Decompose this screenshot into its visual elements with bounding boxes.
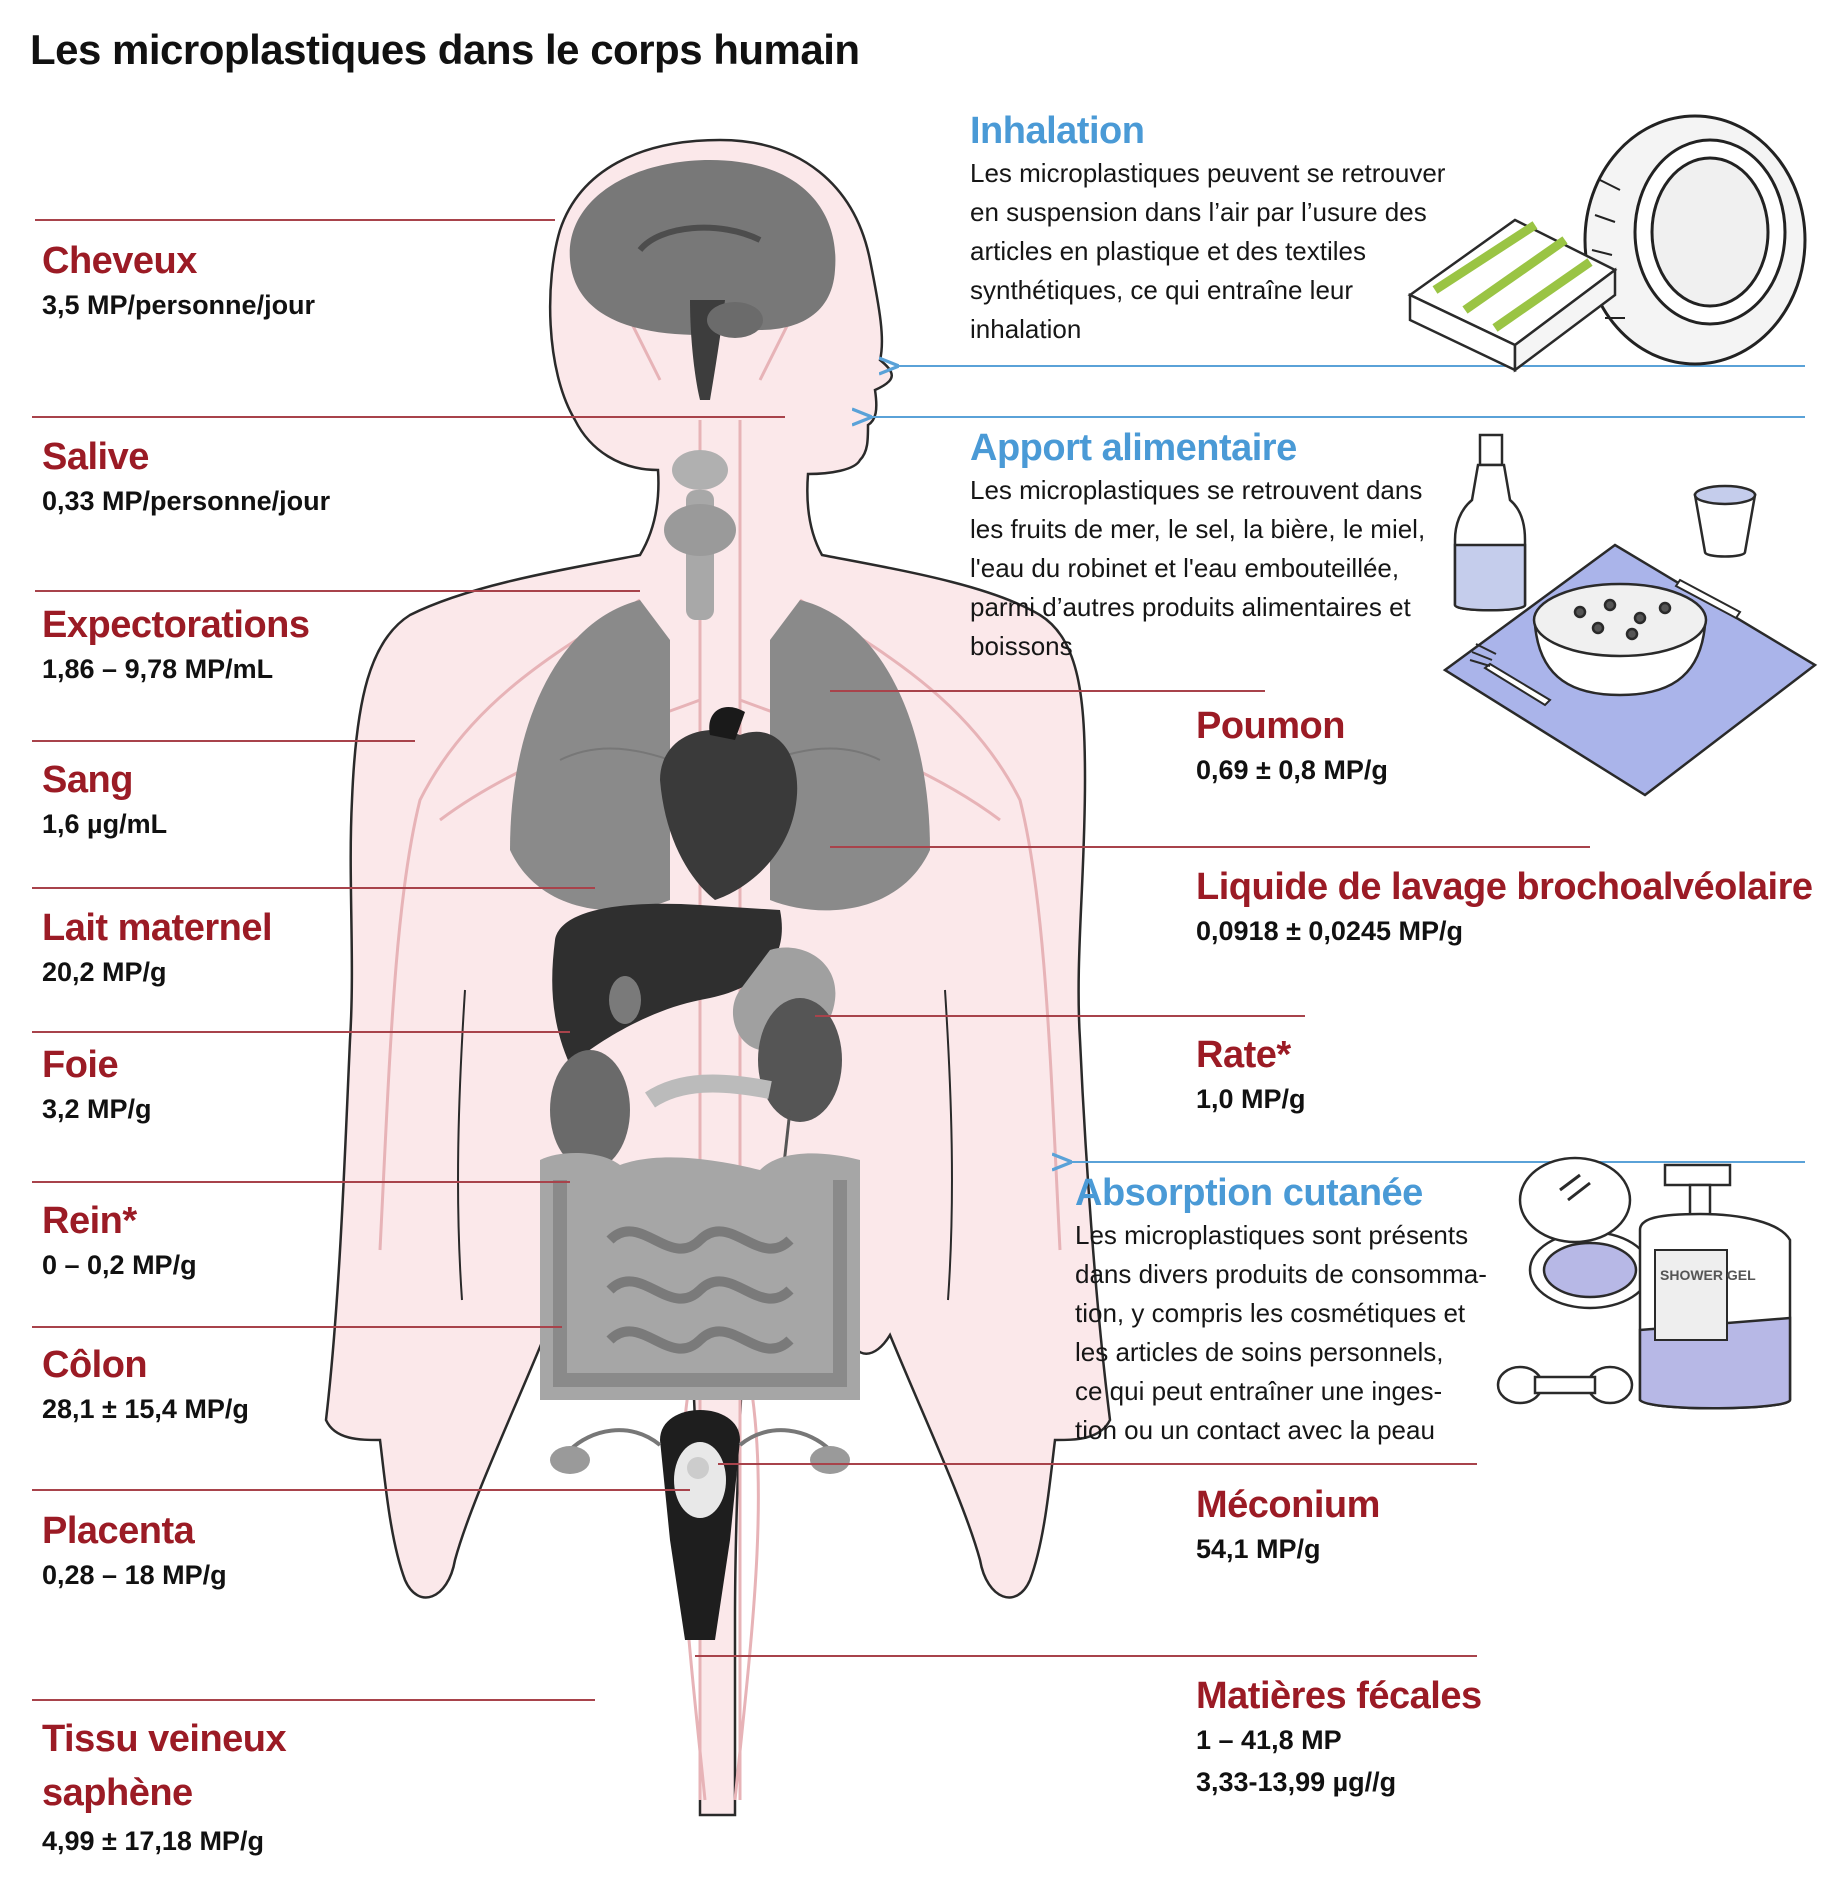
organ-value: 0,28 – 18 MP/g bbox=[42, 1560, 227, 1590]
organ-label-matieres-fecales: Matières fécales 1 – 41,8 MP 3,33-13,99 … bbox=[1196, 1673, 1482, 1803]
page-title: Les microplastiques dans le corps humain bbox=[30, 26, 860, 73]
organ-value: 3,5 MP/personne/jour bbox=[42, 290, 316, 320]
organ-label-cheveux: Cheveux 3,5 MP/personne/jour bbox=[42, 238, 315, 326]
organ-value: 1,0 MP/g bbox=[1196, 1084, 1306, 1114]
organ-label-rate: Rate* 1,0 MP/g bbox=[1196, 1032, 1306, 1120]
organ-value: 1,6 µg/mL bbox=[42, 809, 168, 839]
route-inhalation: Inhalation Les microplastiques peuvent s… bbox=[970, 108, 1445, 349]
organ-label-foie: Foie 3,2 MP/g bbox=[42, 1042, 152, 1130]
organ-name: Salive bbox=[42, 436, 149, 478]
organ-name: Expectorations bbox=[42, 604, 310, 646]
organ-name: Rein* bbox=[42, 1200, 137, 1242]
folded-textile-icon bbox=[1407, 218, 1618, 373]
liver bbox=[552, 903, 782, 1065]
organ-label-rein: Rein* 0 – 0,2 MP/g bbox=[42, 1198, 197, 1286]
organ-value: 54,1 MP/g bbox=[1196, 1534, 1321, 1564]
intestines bbox=[540, 1074, 860, 1400]
uterus bbox=[550, 1410, 850, 1640]
organ-value: 1,86 – 9,78 MP/mL bbox=[42, 654, 274, 684]
kidney-right bbox=[758, 998, 842, 1122]
route-description: Les microplastiques se retrouvent dans l… bbox=[970, 475, 1426, 661]
organ-name: Cheveux bbox=[42, 240, 197, 282]
knife-icon bbox=[1674, 578, 1742, 620]
brain bbox=[569, 160, 836, 400]
route-description: Les microplastiques sont présents dans d… bbox=[1075, 1220, 1487, 1445]
organ-value: 0 – 0,2 MP/g bbox=[42, 1250, 197, 1280]
arm-contour bbox=[944, 989, 953, 1301]
organ-value: 0,69 ± 0,8 MP/g bbox=[1196, 755, 1388, 785]
organ-value: 20,2 MP/g bbox=[42, 957, 167, 987]
organ-value-secondary: 3,33-13,99 µg//g bbox=[1196, 1767, 1397, 1797]
lungs bbox=[510, 600, 930, 911]
kidney-left bbox=[550, 1050, 630, 1170]
organ-label-colon: Côlon 28,1 ± 15,4 MP/g bbox=[42, 1342, 249, 1430]
applicator-icon bbox=[1496, 1365, 1634, 1405]
leader-lines bbox=[32, 219, 1590, 1701]
route-apport-alimentaire: Apport alimentaire Les microplastiques s… bbox=[970, 425, 1425, 666]
fork-icon bbox=[1469, 643, 1552, 707]
organ-label-tissu-veineux: Tissu veineux saphène 4,99 ± 17,18 MP/g bbox=[42, 1712, 302, 1862]
organ-name: Liquide de lavage brochoalvéolaire bbox=[1196, 866, 1813, 908]
organ-label-placenta: Placenta 0,28 – 18 MP/g bbox=[42, 1508, 227, 1596]
organ-name: Méconium bbox=[1196, 1484, 1380, 1526]
shower-gel-bottle-icon: SHOWER GEL bbox=[1638, 1163, 1792, 1410]
organ-name: Matières fécales bbox=[1196, 1675, 1482, 1717]
organ-name: Poumon bbox=[1196, 705, 1345, 747]
route-description: Les microplastiques peuvent se retrouver… bbox=[970, 158, 1446, 344]
compact-icon bbox=[1518, 1156, 1652, 1310]
organ-label-sang: Sang 1,6 µg/mL bbox=[42, 757, 167, 845]
organ-name: Placenta bbox=[42, 1510, 195, 1552]
route-absorption-cutanee: Absorption cutanée Les microplastiques s… bbox=[1075, 1170, 1487, 1450]
organ-name: Foie bbox=[42, 1044, 119, 1086]
route-arrows bbox=[868, 366, 1805, 1162]
organ-value: 0,0918 ± 0,0245 MP/g bbox=[1196, 916, 1463, 946]
organ-label-poumon: Poumon 0,69 ± 0,8 MP/g bbox=[1196, 703, 1388, 791]
organ-label-lavage-bronchoalveolaire: Liquide de lavage brochoalvéolaire 0,091… bbox=[1196, 864, 1813, 952]
organ-value: 1 – 41,8 MP bbox=[1196, 1725, 1342, 1755]
route-title: Inhalation bbox=[970, 110, 1145, 152]
organ-name: Lait maternel bbox=[42, 907, 273, 949]
heart bbox=[660, 706, 798, 900]
organ-label-salive: Salive 0,33 MP/personne/jour bbox=[42, 434, 330, 522]
organ-value: 28,1 ± 15,4 MP/g bbox=[42, 1394, 249, 1424]
organ-name: Sang bbox=[42, 759, 133, 801]
organ-name: Rate* bbox=[1196, 1034, 1291, 1076]
organ-name: Tissu veineux saphène bbox=[42, 1718, 287, 1814]
route-title: Apport alimentaire bbox=[970, 427, 1297, 469]
organ-value: 4,99 ± 17,18 MP/g bbox=[42, 1826, 264, 1856]
shower-gel-label: SHOWER GEL bbox=[1660, 1267, 1756, 1283]
tire-icon bbox=[1583, 114, 1807, 366]
route-title: Absorption cutanée bbox=[1075, 1172, 1423, 1214]
organ-value: 0,33 MP/personne/jour bbox=[42, 486, 331, 516]
bottle-icon bbox=[1453, 433, 1527, 612]
organ-label-meconium: Méconium 54,1 MP/g bbox=[1196, 1482, 1380, 1570]
organ-value: 3,2 MP/g bbox=[42, 1094, 152, 1124]
organ-label-expectorations: Expectorations 1,86 – 9,78 MP/mL bbox=[42, 602, 310, 690]
bowl-icon bbox=[1532, 582, 1708, 697]
organ-name: Côlon bbox=[42, 1344, 148, 1386]
organ-label-lait-maternel: Lait maternel 20,2 MP/g bbox=[42, 905, 273, 993]
trachea bbox=[664, 450, 736, 620]
glass-icon bbox=[1693, 484, 1757, 558]
